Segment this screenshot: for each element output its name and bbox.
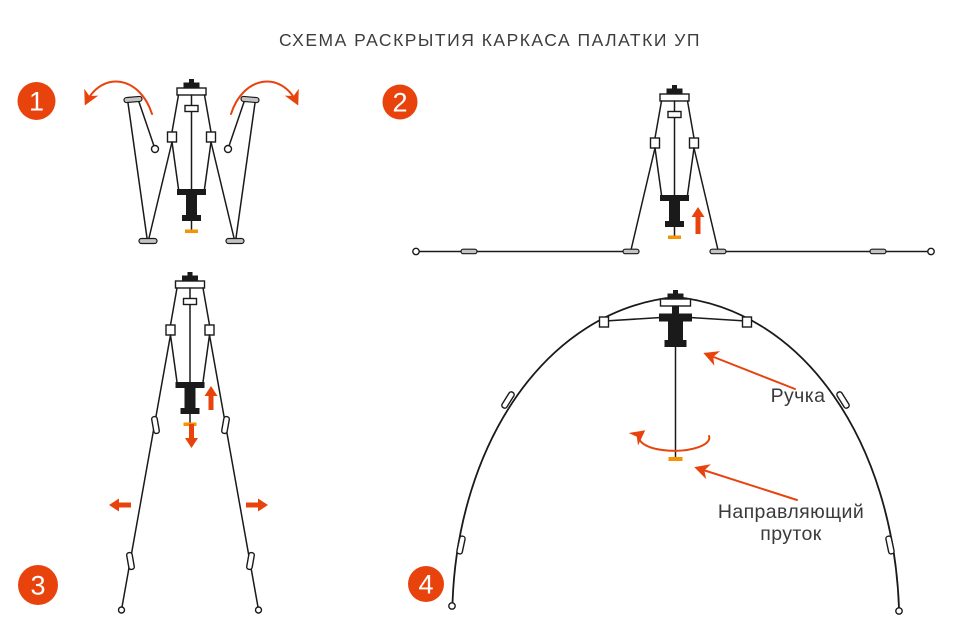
pull-up-arrow-icon (691, 207, 705, 234)
flip-left-arrow-icon (84, 80, 153, 115)
frame-core (166, 78, 217, 234)
handle-label: Ручка (771, 385, 826, 407)
rotate-arrow-icon (628, 430, 711, 452)
step-1-number: 1 (29, 87, 44, 117)
step-2-badge (382, 84, 418, 120)
right-folded-leg (210, 95, 260, 245)
step-3-number: 3 (30, 571, 45, 601)
step-2-number: 2 (392, 88, 407, 118)
push-down-arrow-icon (185, 424, 198, 448)
guide-rod-label-line2: пруток (760, 523, 821, 545)
guide-rod-label-line1: Направляющий (718, 501, 864, 523)
step-3-badge (18, 565, 58, 605)
handle (659, 313, 692, 322)
step-1-badge (17, 82, 56, 120)
spread-right-arrow-icon (246, 498, 268, 512)
pull-up-arrow-icon (204, 386, 218, 410)
flip-right-arrow-icon (230, 80, 299, 115)
guide-rod-tip (668, 457, 683, 461)
guide-rod-pointer-arrow-icon (694, 464, 798, 501)
step-1-panel: 1 (17, 78, 299, 245)
spread-legs (117, 334, 263, 614)
step-3-panel: 3 (18, 271, 268, 614)
step-2-panel: 2 (382, 84, 935, 256)
step-4-number: 4 (418, 570, 433, 600)
frame-core (165, 271, 215, 427)
ground-legs (412, 147, 935, 256)
dome-ferrules (456, 391, 895, 555)
left-folded-leg (123, 95, 173, 245)
step-4-panel: Ручка Направляющий пруток 4 (408, 290, 903, 615)
diagram-title: СХЕМА РАСКРЫТИЯ КАРКАСА ПАЛАТКИ УП (279, 30, 701, 50)
frame-core (649, 84, 700, 240)
handle-pointer-arrow-icon (703, 351, 796, 390)
step-4-badge (408, 566, 444, 602)
spread-left-arrow-icon (109, 498, 131, 512)
dome-hub (598, 290, 753, 461)
